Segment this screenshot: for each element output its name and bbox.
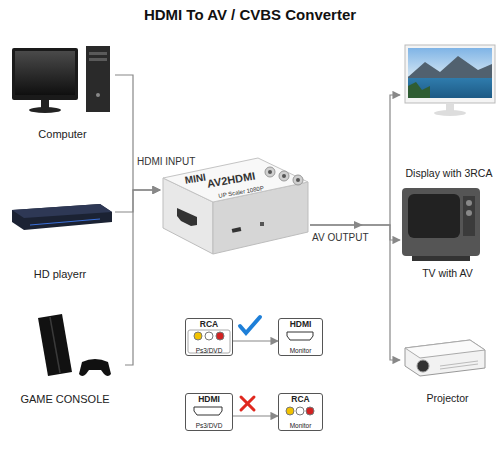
player-illustration (12, 204, 112, 230)
hdmi-port (177, 208, 197, 226)
cross-mark (241, 397, 254, 410)
output-arrowhead (354, 221, 363, 229)
display-stand (446, 103, 454, 111)
connector-line (310, 225, 400, 360)
console-illustration (38, 314, 111, 376)
converter-right-face (213, 182, 308, 254)
projector-illustration (405, 340, 485, 376)
player-top (12, 204, 112, 218)
rca-jack-hole (268, 170, 272, 174)
port-box: HDMI Monitor (278, 318, 323, 356)
device-marking: MINI (184, 171, 207, 185)
projector-lens (417, 360, 429, 372)
projector-body (405, 340, 485, 376)
rca-jack-hole (282, 174, 286, 178)
tower-case (86, 46, 110, 112)
computer-illustration (12, 46, 110, 113)
device-label: Computer (38, 128, 86, 140)
rca-white (205, 332, 213, 340)
tower-button (96, 93, 100, 97)
display-illustration (405, 45, 495, 116)
device-node: GAME CONSOLE (5, 310, 125, 405)
title: HDMI To AV / CVBS Converter (0, 6, 500, 23)
device-node: TV with AV (400, 185, 495, 280)
connector-caption: HDMI INPUT (137, 156, 195, 167)
monitor-frame (12, 48, 78, 100)
monitor-stand (41, 100, 49, 108)
switch-button (260, 222, 264, 226)
connector-caption: AV OUTPUT (312, 232, 368, 243)
tv-stand (412, 256, 470, 261)
device-label: Display with 3RCA (406, 168, 493, 180)
projector-top (405, 340, 485, 358)
monitor-screen (15, 51, 75, 95)
tower-bay (89, 58, 107, 61)
display-frame (405, 45, 495, 103)
connector-line (115, 190, 160, 212)
tv-screen (408, 194, 460, 238)
device-node: Display with 3RCA (400, 40, 498, 180)
display-base (434, 110, 466, 116)
device-label: Projector (426, 393, 468, 405)
player-body (12, 204, 112, 230)
tower-bay (89, 52, 107, 55)
device-label: GAME CONSOLE (20, 393, 109, 405)
rca-yellow (194, 332, 202, 340)
port-device: Ps3/DVD (196, 422, 223, 429)
converter-illustration (163, 158, 308, 254)
player-light (30, 219, 100, 225)
port-type: HDMI (290, 320, 312, 329)
port-type: RCA (291, 395, 309, 404)
port-type: HDMI (198, 395, 220, 404)
usb-port (232, 227, 242, 233)
device-node: Computer (10, 40, 115, 140)
check-mark (240, 317, 260, 333)
rca-jack (293, 175, 303, 185)
device-node: HD playerr (5, 195, 115, 280)
tv-panel (463, 196, 475, 236)
tv-body (402, 188, 480, 256)
device-label: HD playerr (34, 268, 87, 280)
rca-jack (265, 167, 275, 177)
mountains (408, 56, 492, 78)
projector-vent (440, 364, 478, 369)
port-device: Monitor (290, 347, 312, 354)
tv-illustration (402, 188, 480, 261)
connector-line (310, 95, 400, 225)
port-box: RCA Monitor (278, 393, 323, 431)
connector-line (233, 340, 278, 341)
connector-line (125, 190, 160, 365)
display-screen (408, 48, 492, 98)
port-device: Ps3/DVD (196, 347, 223, 354)
rca-jack (279, 171, 289, 181)
rca-red (216, 332, 224, 340)
port-type: RCA (200, 320, 218, 329)
hdmi-icon (194, 407, 222, 415)
console-stripe (50, 317, 60, 373)
tv-knob (466, 210, 472, 216)
rca-yellow (286, 407, 294, 415)
port-box: HDMI Ps3/DVD (185, 393, 233, 431)
trees (408, 82, 430, 98)
monitor-base (29, 107, 61, 113)
connector-line (115, 75, 160, 190)
device-node: Projector (400, 325, 495, 405)
rca-white (296, 407, 304, 415)
controller (79, 359, 111, 376)
tv-knob (466, 200, 472, 206)
port-device: Monitor (290, 422, 312, 429)
cross-mark (241, 397, 254, 410)
rca-red (306, 407, 314, 415)
rca-jack-hole (296, 178, 300, 182)
device-marking: UP Scaler 1080P (218, 185, 264, 199)
jack-panel (188, 330, 230, 353)
port-box: RCA Ps3/DVD (185, 318, 233, 356)
connector-line (233, 415, 278, 416)
hdmi-icon (287, 332, 313, 340)
console-body (38, 314, 72, 376)
device-label: TV with AV (422, 268, 473, 280)
